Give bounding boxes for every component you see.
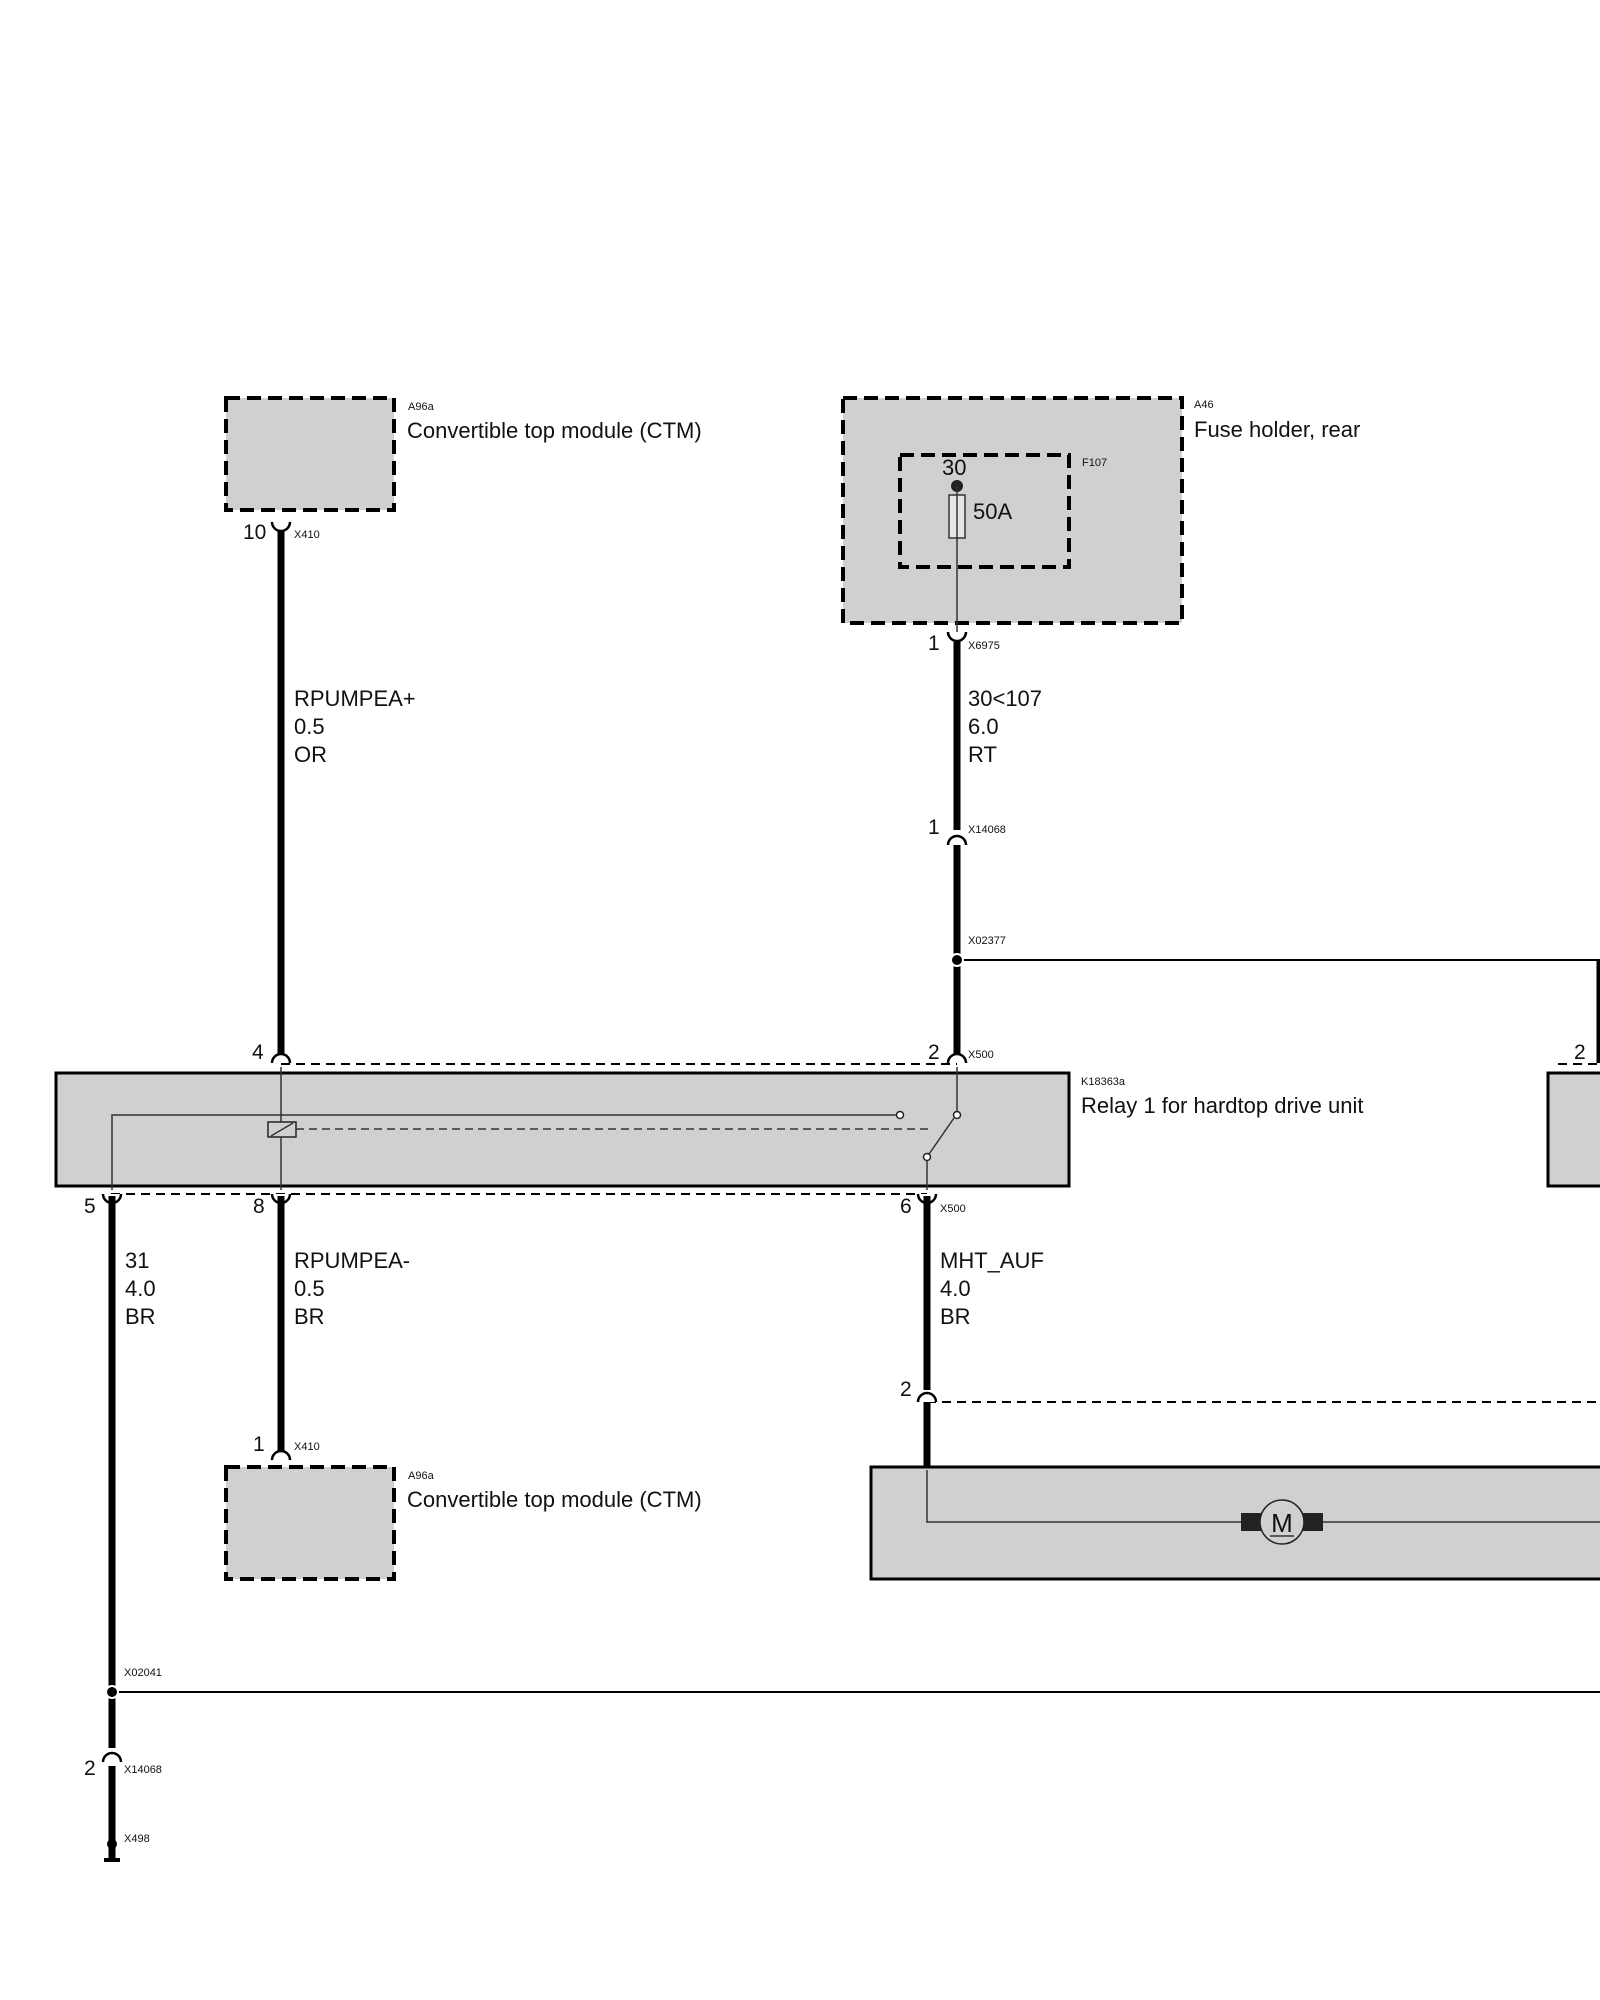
fuse-holder-component: A46 Fuse holder, rear F107 30 50A [841,396,1360,632]
wire-mht-auf-size: 4.0 [940,1276,971,1301]
splice-x02377 [950,953,964,967]
motor-box [869,1465,1600,1581]
pin-relay-8: 8 [253,1195,265,1218]
fuse-id: F107 [1082,457,1107,469]
fuse-inner-box [898,453,1071,569]
label-x500-bottom: X500 [940,1203,966,1215]
pin-right-2: 2 [1574,1041,1586,1064]
wire-supply-30-signal: 30<107 [968,686,1042,711]
relay-switch-contact [926,1117,955,1158]
pin-motor-2: 2 [900,1378,912,1401]
fuse-rating: 50A [973,499,1012,524]
relay-pin-2-connector [946,1052,968,1064]
connector-x410-top [270,521,292,533]
pin-x14068-2: 2 [84,1757,96,1780]
relay-name: Relay 1 for hardtop drive unit [1081,1093,1364,1118]
label-x02377: X02377 [968,935,1006,947]
pin-relay-6: 6 [900,1195,912,1218]
wire-supply-30-size: 6.0 [968,714,999,739]
wire-ground-31: 31 4.0 BR X02041 2 X14068 X498 [84,1196,1600,1862]
pin-fuse-1: 1 [928,632,940,655]
ctm-bottom-name: Convertible top module (CTM) [407,1487,702,1512]
ctm-top-component: A96a Convertible top module (CTM) [224,396,702,512]
label-x02041: X02041 [124,1667,162,1679]
wire-rpumpea-minus: RPUMPEA- 0.5 BR 1 X410 [253,1196,410,1461]
label-x410-bottom: X410 [294,1441,320,1453]
fuse-holder-id: A46 [1194,399,1214,411]
pin-ctm-top-10: 10 [243,521,266,544]
ctm-top-id: A96a [408,401,435,413]
wire-mht-auf-signal: MHT_AUF [940,1248,1044,1273]
label-x14068-top: X14068 [968,824,1006,836]
fuse-holder-box [841,396,1184,625]
wire-mht-auf: MHT_AUF 4.0 BR 2 [900,1196,1600,1466]
terminal-x498 [107,1839,117,1849]
motor-component: M [869,1465,1600,1581]
connector-x6975 [946,631,968,643]
label-x498: X498 [124,1833,150,1845]
splice-x02041 [105,1685,119,1699]
pin-ctm-bottom-1: 1 [253,1433,265,1456]
ctm-top-name: Convertible top module (CTM) [407,418,702,443]
relay-component: K18363a Relay 1 for hardtop drive unit 4… [54,1041,1364,1218]
label-x6975: X6975 [968,640,1000,652]
wire-rpumpea-minus-size: 0.5 [294,1276,325,1301]
wire-rpumpea-plus-size: 0.5 [294,714,325,739]
wire-rpumpea-minus-signal: RPUMPEA- [294,1248,410,1273]
motor-pin-2-connector [916,1391,938,1403]
ctm-bottom-component: A96a Convertible top module (CTM) [224,1465,702,1581]
motor-symbol [1259,1499,1305,1545]
pin-relay-2: 2 [928,1041,940,1064]
label-x500-top: X500 [968,1049,994,1061]
wire-ground-31-size: 4.0 [125,1276,156,1301]
right-relay-partial: 2 [1546,960,1600,1188]
pin-relay-4: 4 [252,1041,264,1064]
label-x410-top: X410 [294,529,320,541]
wire-rpumpea-plus-signal: RPUMPEA+ [294,686,416,711]
wire-rpumpea-plus-color: OR [294,742,327,767]
wire-ground-31-signal: 31 [125,1248,149,1273]
wire-supply-30-color: RT [968,742,997,767]
fuse-holder-name: Fuse holder, rear [1194,417,1360,442]
wire-ground-31-color: BR [125,1304,156,1329]
relay-id: K18363a [1081,1076,1126,1088]
wire-mht-auf-color: BR [940,1304,971,1329]
ctm-top-box [224,396,396,512]
connector-x14068-bottom [101,1751,123,1763]
right-relay-box [1546,1071,1600,1188]
relay-pin-4-connector [270,1052,292,1064]
pin-x14068-1: 1 [928,816,940,839]
label-x14068-bottom: X14068 [124,1764,162,1776]
fuse-terminal-label: 30 [942,455,966,480]
pin-relay-5: 5 [84,1195,96,1218]
connector-x410-bottom [270,1449,292,1461]
motor-symbol-letter: M [1271,1508,1293,1538]
ctm-bottom-box [224,1465,396,1581]
connector-x14068-top [946,834,968,846]
wire-rpumpea-plus: 10 X410 RPUMPEA+ 0.5 OR [243,521,416,1063]
wire-rpumpea-minus-color: BR [294,1304,325,1329]
ctm-bottom-id: A96a [408,1470,435,1482]
wire-supply-30: 1 X6975 30<107 6.0 RT 1 X14068 X02377 [928,631,1600,1063]
